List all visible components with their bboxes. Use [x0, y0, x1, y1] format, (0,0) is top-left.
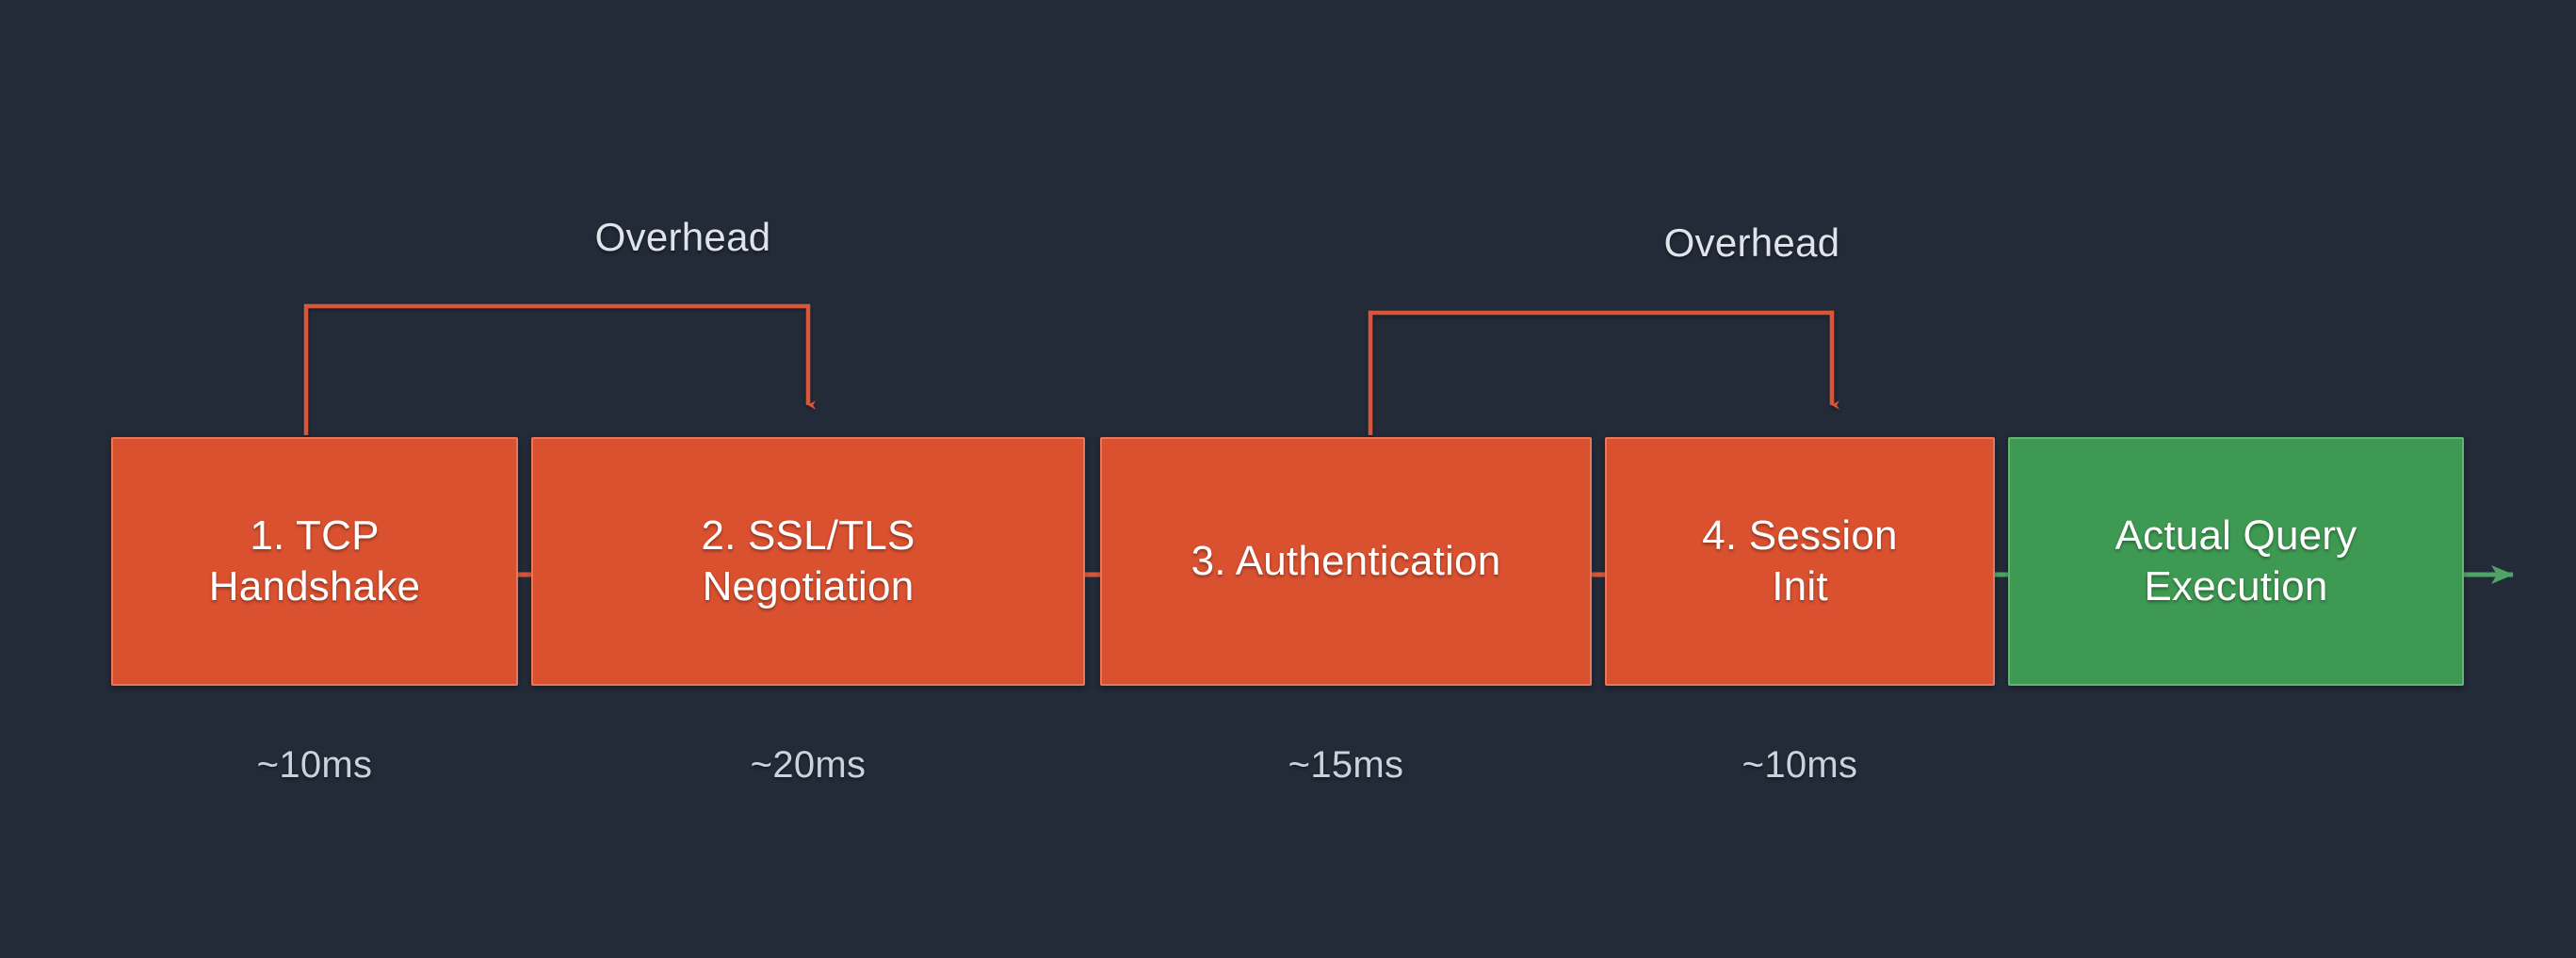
overhead-bracket-1-caption: Overhead — [594, 215, 771, 259]
duration-ssl-tls-negotiation: ~20ms — [750, 744, 867, 786]
stage-box-session-init[interactable]: 4. Session Init — [1605, 437, 1995, 686]
stage-box-actual-query-execution[interactable]: Actual Query Execution — [2008, 437, 2464, 686]
overhead-bracket-2-caption: Overhead — [1663, 220, 1840, 265]
stage-label: 4. Session Init — [1702, 512, 1898, 609]
duration-tcp-handshake: ~10ms — [256, 744, 373, 786]
duration-authentication: ~15ms — [1288, 744, 1404, 786]
stage-box-tcp-handshake[interactable]: 1. TCP Handshake — [111, 437, 518, 686]
stage-box-authentication[interactable]: 3. Authentication — [1100, 437, 1592, 686]
stage-label: 1. TCP Handshake — [208, 512, 421, 609]
duration-session-init: ~10ms — [1742, 744, 1858, 786]
stage-label: Actual Query Execution — [2114, 512, 2357, 609]
stage-label: 3. Authentication — [1191, 538, 1501, 585]
overhead-bracket-1-path — [303, 303, 816, 435]
stage-label: 2. SSL/TLS Negotiation — [701, 512, 915, 609]
overhead-bracket-2-path — [1368, 310, 1839, 435]
stage-box-ssl-tls-negotiation[interactable]: 2. SSL/TLS Negotiation — [531, 437, 1085, 686]
